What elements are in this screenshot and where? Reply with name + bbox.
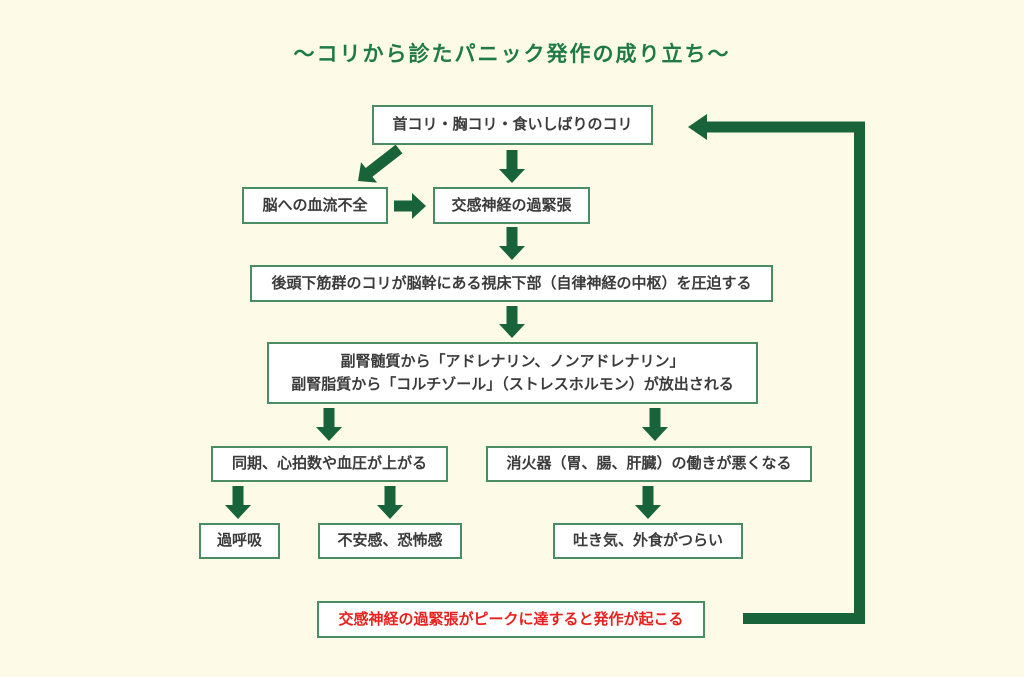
down-arrow-icon [499,150,525,183]
node-cardio: 同期、心拍数や血圧が上がる [211,446,448,482]
down-arrow-icon [499,227,525,260]
right-arrow-icon [394,193,426,219]
down-arrow-icon [225,486,251,519]
node-anxiety: 不安感、恐怖感 [318,523,462,559]
node-sympathetic-nerve: 交感神経の過緊張 [433,187,590,224]
node-adrenal-hormones: 副腎髄質から「アドレナリン、ノンアドレナリン」 副腎脂質から「コルチゾール」（ス… [267,342,758,404]
node-digestive: 消火器（胃、腸、肝臓）の働きが悪くなる [486,446,812,482]
adrenal-line-2: 副腎脂質から「コルチゾール」（ストレスホルモン）が放出される [291,375,734,393]
down-arrow-icon [642,408,668,441]
node-nausea: 吐き気、外食がつらい [553,523,743,559]
down-arrow-icon [377,486,403,519]
page-title: 〜コリから診たパニック発作の成り立ち〜 [293,42,731,66]
node-neck-kori: 首コリ・胸コリ・食いしばりのコリ [372,105,653,145]
node-blood-flow: 脳への血流不全 [242,187,388,224]
node-hypothalamus: 後頭下筋群のコリが脳幹にある視床下部（自律神経の中枢）を圧迫する [250,265,773,302]
down-arrow-icon [316,408,342,441]
feedback-loop-arrow-icon [688,114,865,624]
node-attack-peak: 交感神経の過緊張がピークに達すると発作が起こる [317,601,705,638]
node-hyperventilation: 過呼吸 [199,523,280,559]
adrenal-line-1: 副腎髄質から「アドレナリン、ノンアドレナリン」 [340,351,685,370]
down-arrow-icon [499,306,525,338]
down-left-arrow-icon [358,144,403,183]
down-arrow-icon [635,486,661,519]
